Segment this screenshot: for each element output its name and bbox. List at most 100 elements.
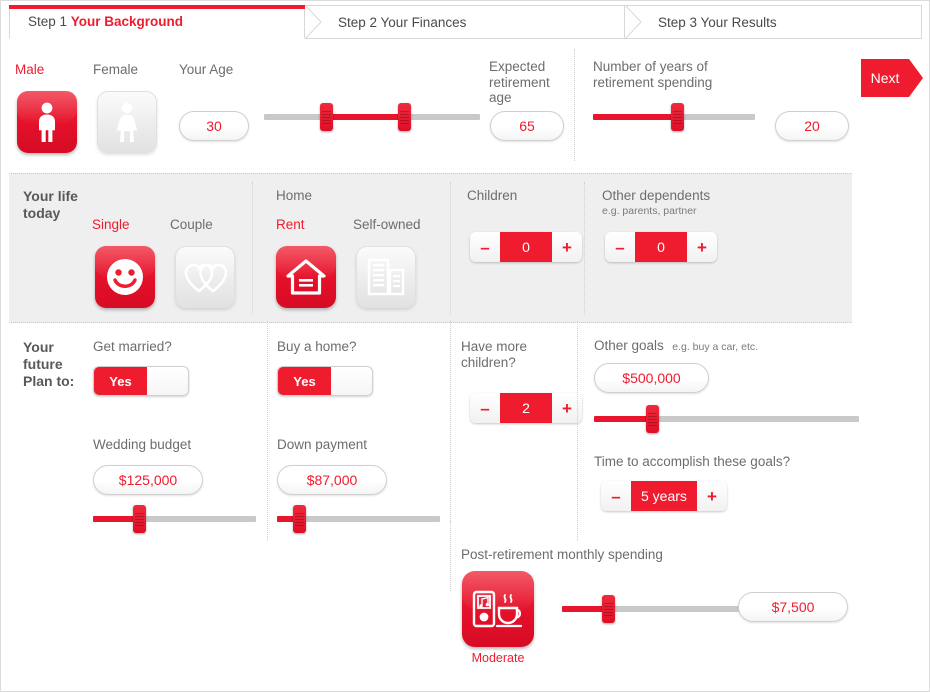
future-plans-row: Your future Plan to: Get married? Yes We… — [9, 321, 859, 541]
dependents-stepper[interactable]: – 0 + — [605, 232, 717, 262]
male-label: Male — [15, 62, 45, 77]
get-married-label: Get married? — [93, 339, 172, 354]
divider — [252, 182, 253, 314]
your-age-label: Your Age — [179, 62, 234, 77]
retirement-age-label: Expected retirement age — [489, 59, 550, 105]
slider-handle-other-goals[interactable] — [646, 405, 659, 433]
other-goals-value[interactable]: $500,000 — [594, 363, 709, 393]
other-goals-slider[interactable] — [594, 405, 859, 433]
step-tabbar: Step 1 Your Background Step 2 Your Finan… — [9, 5, 922, 39]
divider — [574, 49, 575, 161]
children-value: 0 — [500, 232, 552, 262]
next-button[interactable]: Next — [861, 59, 923, 97]
slider-handle-retirement-age[interactable] — [398, 103, 411, 131]
retirement-age-value[interactable]: 65 — [490, 111, 564, 141]
goal-time-stepper[interactable]: – 5 years + — [601, 481, 727, 511]
slider-fill — [593, 114, 677, 120]
home-self-owned-button[interactable] — [356, 246, 416, 308]
goal-time-decrement-button[interactable]: – — [601, 481, 631, 511]
slider-fill — [562, 606, 608, 612]
wedding-budget-slider[interactable] — [93, 505, 256, 533]
spending-level-button[interactable] — [462, 571, 534, 647]
post-retirement-slider[interactable] — [562, 595, 832, 623]
slider-fill — [326, 114, 404, 120]
other-goals-sublabel: e.g. buy a car, etc. — [672, 341, 759, 353]
female-label: Female — [93, 62, 139, 77]
life-today-section-title: Your life today — [23, 188, 78, 221]
divider — [584, 182, 585, 314]
gender-male-button[interactable] — [17, 91, 77, 153]
slider-handle-retirement-years[interactable] — [671, 103, 684, 131]
slider-fill — [93, 516, 139, 522]
divider — [267, 321, 268, 541]
get-married-toggle-value: Yes — [94, 367, 147, 395]
tab-step-3-label: Step 3 Your Results — [658, 14, 777, 30]
goal-time-label: Time to accomplish these goals? — [594, 454, 791, 469]
buy-home-toggle[interactable]: Yes — [277, 366, 373, 396]
get-married-toggle[interactable]: Yes — [93, 366, 189, 396]
slider-track — [562, 606, 832, 612]
self-owned-label: Self-owned — [353, 217, 421, 232]
buildings-icon — [367, 258, 405, 296]
dependents-increment-button[interactable]: + — [687, 232, 717, 262]
tab-step-2[interactable]: Step 2 Your Finances — [305, 5, 625, 39]
tab-step-1[interactable]: Step 1 Your Background — [9, 5, 305, 39]
more-children-value: 2 — [500, 393, 552, 423]
down-payment-label: Down payment — [277, 437, 368, 452]
retirement-years-label: Number of years of retirement spending — [593, 59, 713, 90]
post-retirement-value[interactable]: $7,500 — [738, 592, 848, 622]
children-stepper[interactable]: – 0 + — [470, 232, 582, 262]
children-increment-button[interactable]: + — [552, 232, 582, 262]
next-button-label: Next — [861, 59, 909, 97]
house-icon — [286, 259, 326, 295]
tab-step-3[interactable]: Step 3 Your Results — [625, 5, 922, 39]
home-label: Home — [276, 188, 313, 203]
toggle-off-area[interactable] — [147, 367, 188, 395]
other-goals-label-group: Other goals e.g. buy a car, etc. — [594, 337, 758, 355]
wedding-budget-value[interactable]: $125,000 — [93, 465, 203, 495]
dependents-decrement-button[interactable]: – — [605, 232, 635, 262]
slider-track — [594, 416, 859, 422]
two-hearts-icon — [184, 263, 227, 293]
down-payment-slider[interactable] — [277, 505, 440, 533]
slider-track — [93, 516, 256, 522]
marital-couple-button[interactable] — [175, 246, 235, 308]
dependents-sublabel: e.g. parents, partner — [602, 205, 697, 217]
down-payment-value[interactable]: $87,000 — [277, 465, 387, 495]
gender-female-button[interactable] — [97, 91, 157, 153]
post-retirement-label: Post-retirement monthly spending — [461, 547, 663, 562]
slider-track — [277, 516, 440, 522]
goal-time-value: 5 years — [631, 481, 697, 511]
divider — [577, 321, 578, 541]
tab-step-2-label: Step 2 Your Finances — [338, 14, 467, 30]
age-range-slider[interactable] — [264, 103, 480, 131]
age-value[interactable]: 30 — [179, 111, 249, 141]
toggle-off-area[interactable] — [331, 367, 372, 395]
dependents-label: Other dependents — [602, 188, 711, 203]
retirement-years-value[interactable]: 20 — [775, 111, 849, 141]
children-decrement-button[interactable]: – — [470, 232, 500, 262]
life-today-row: Your life today Single Couple Home Rent … — [9, 173, 852, 323]
slider-handle-post-retirement[interactable] — [602, 595, 615, 623]
slider-handle-down-payment[interactable] — [293, 505, 306, 533]
slider-fill — [277, 516, 299, 522]
future-section-title: Your future Plan to: — [23, 339, 75, 389]
divider — [450, 182, 451, 314]
dependents-value: 0 — [635, 232, 687, 262]
music-player-coffee-icon — [472, 590, 523, 628]
slider-handle-wedding-budget[interactable] — [133, 505, 146, 533]
retirement-years-slider[interactable] — [593, 103, 755, 131]
children-label: Children — [467, 188, 518, 203]
more-children-stepper[interactable]: – 2 + — [470, 393, 582, 423]
smiley-face-icon — [107, 259, 143, 295]
slider-handle-age[interactable] — [320, 103, 333, 131]
home-rent-button[interactable] — [276, 246, 336, 308]
spending-level-label: Moderate — [471, 651, 525, 665]
marital-single-button[interactable] — [95, 246, 155, 308]
divider — [450, 521, 451, 591]
goal-time-increment-button[interactable]: + — [696, 481, 727, 511]
more-children-decrement-button[interactable]: – — [470, 393, 500, 423]
buy-home-toggle-value: Yes — [278, 367, 331, 395]
more-children-label: Have more children? — [461, 339, 528, 370]
